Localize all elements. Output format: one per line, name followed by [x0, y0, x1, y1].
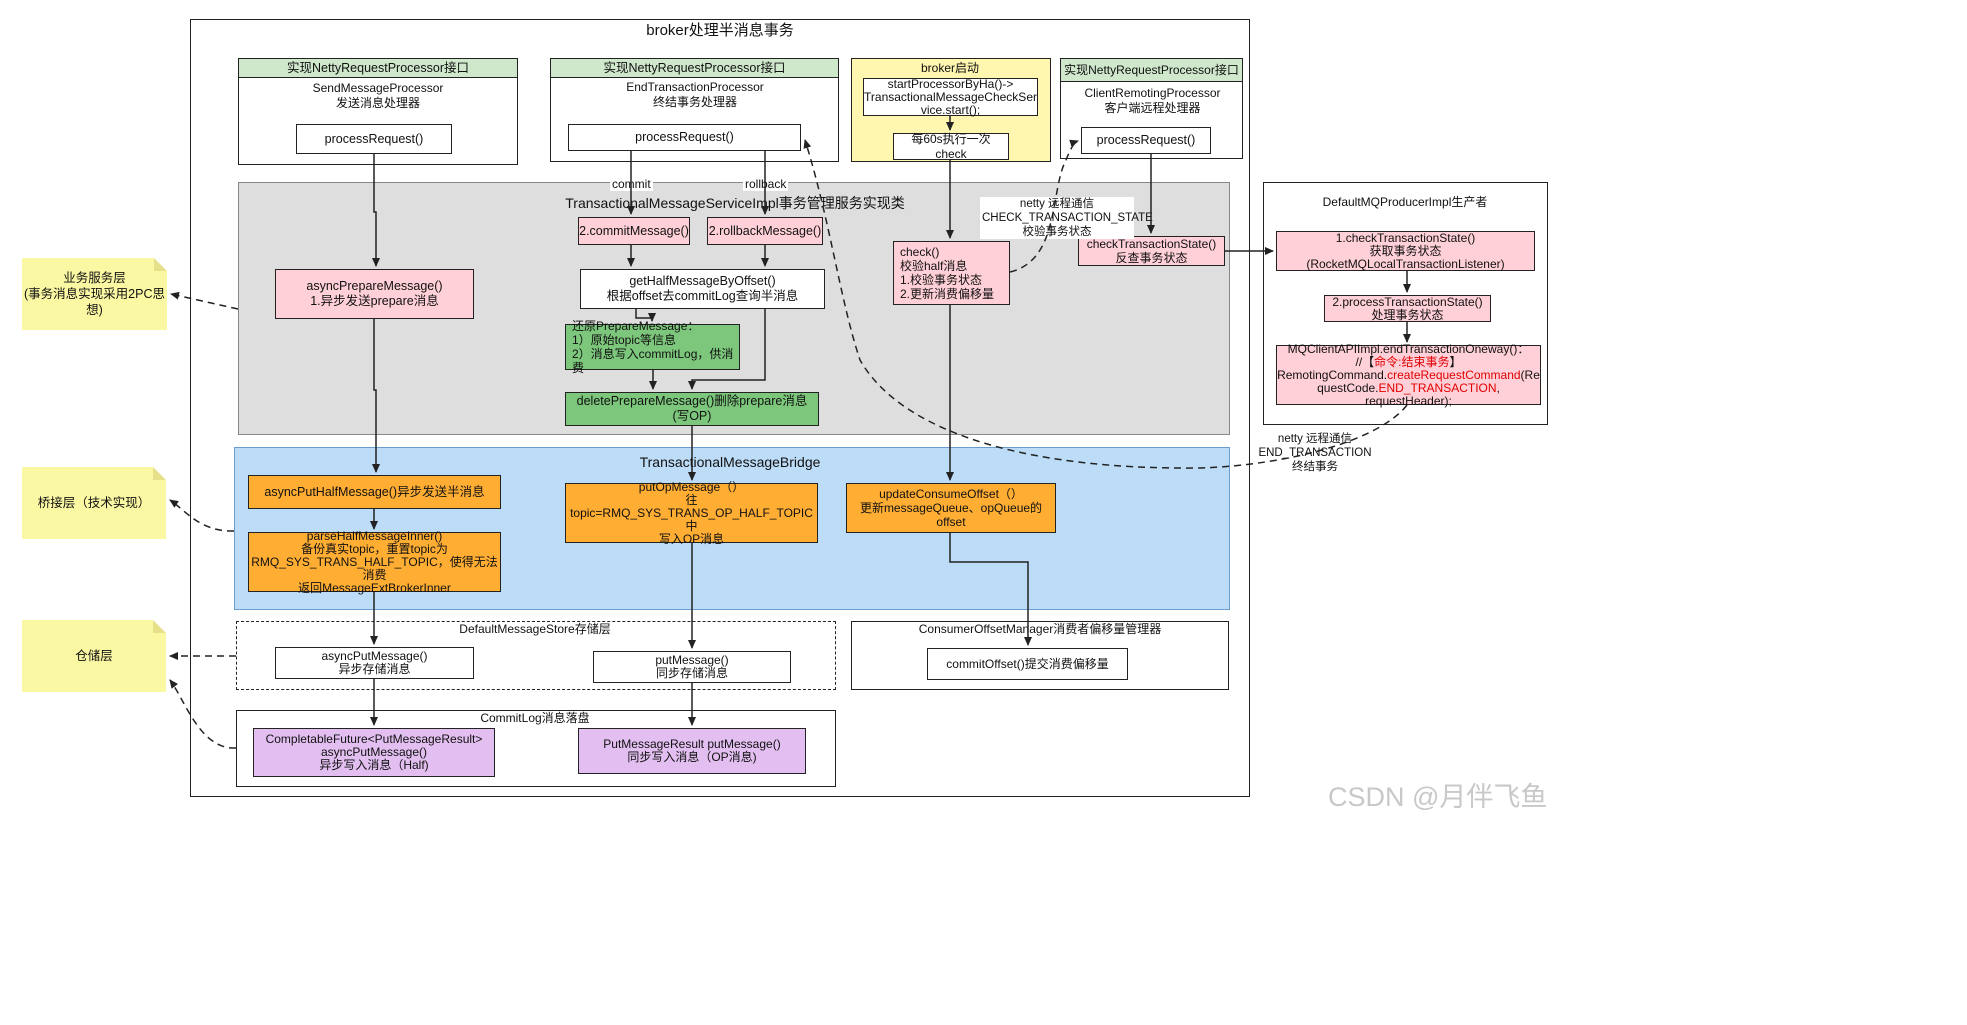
send-process-request: processRequest()	[296, 124, 452, 154]
service-impl-title: TransactionalMessageServiceImpl事务管理服务实现类	[565, 195, 905, 211]
end-oneway-line4: questCode.END_TRANSACTION, requestHeader…	[1317, 380, 1500, 408]
note-fold-2	[153, 467, 166, 480]
check-every-60s: 每60s执行一次 check	[893, 132, 1009, 161]
commitlog-sync-put: PutMessageResult putMessage() 同步写入消息（OP消…	[578, 728, 806, 774]
async-prepare-message: asyncPrepareMessage() 1.异步发送prepare消息	[275, 269, 474, 319]
end-processor-name: EndTransactionProcessor 终结事务处理器	[626, 80, 764, 109]
check-half-message: check() 校验half消息 1.校验事务状态 2.更新消费偏移量	[893, 241, 1010, 305]
send-processor-header: 实现NettyRequestProcessor接口	[238, 58, 518, 78]
client-processor-header: 实现NettyRequestProcessor接口	[1060, 58, 1243, 82]
broker-frame	[190, 19, 1250, 797]
offset-manager-title: ConsumerOffsetManager消费者偏移量管理器	[918, 622, 1162, 636]
rollback-message: 2.rollbackMessage()	[707, 217, 823, 245]
note-bridge-layer: 桥接层（技术实现）	[22, 467, 166, 539]
restore-prepare-message: 还原PrepareMessage： 1）原始topic等信息 2）消息写入com…	[565, 319, 740, 375]
watermark: CSDN @月伴飞鱼	[1328, 782, 1548, 812]
note-fold-1	[154, 258, 167, 271]
note-business-layer: 业务服务层 (事务消息实现采用2PC思想)	[22, 258, 167, 330]
offset-manager-panel	[851, 621, 1229, 690]
store-title: DefaultMessageStore存储层	[459, 622, 611, 636]
get-half-message: getHalfMessageByOffset() 根据offset去commit…	[580, 269, 825, 309]
commitlog-panel	[236, 710, 836, 787]
send-processor-name: SendMessageProcessor 发送消息处理器	[312, 81, 444, 110]
end-process-request: processRequest()	[568, 124, 801, 151]
producer-title: DefaultMQProducerImpl生产者	[1322, 195, 1488, 209]
update-consume-offset: updateConsumeOffset（） 更新messageQueue、opQ…	[846, 483, 1056, 533]
broker-title: broker处理半消息事务	[646, 22, 794, 39]
parse-half-message-inner: parseHalfMessageInner() 备份真实topic，重置topi…	[248, 529, 501, 594]
end-oneway-line1: MQClientAPIImpl.endTransactionOneway()：	[1287, 341, 1530, 356]
commit-message: 2.commitMessage()	[578, 217, 690, 245]
process-transaction-state: 2.processTransactionState() 处理事务状态	[1324, 295, 1491, 322]
producer-check-transaction-state: 1.checkTransactionState() 获取事务状态 (Rocket…	[1276, 231, 1535, 271]
end-oneway-line2: //【命令:结束事务】	[1355, 354, 1462, 369]
store-panel	[236, 621, 836, 690]
put-op-message: putOpMessage（） 往topic=RMQ_SYS_TRANS_OP_H…	[565, 480, 818, 545]
broker-start-method: startProcessorByHa()-> TransactionalMess…	[863, 76, 1038, 117]
end-processor-header: 实现NettyRequestProcessor接口	[550, 58, 839, 78]
note-storage-layer: 仓储层	[22, 620, 166, 692]
bridge-title: TransactionalMessageBridge	[639, 454, 821, 470]
client-processor-name: ClientRemotingProcessor 客户端远程处理器	[1084, 86, 1221, 115]
commitlog-title: CommitLog消息落盘	[480, 711, 590, 725]
async-put-message: asyncPutMessage() 异步存储消息	[275, 647, 474, 679]
broker-start-header: broker启动	[920, 61, 979, 75]
netty-check-label: netty 远程通信 CHECK_TRANSACTION_STATE 校验事务状…	[980, 197, 1153, 239]
client-process-request: processRequest()	[1081, 127, 1211, 154]
commitlog-async-put: CompletableFuture<PutMessageResult> asyn…	[253, 728, 495, 777]
end-oneway-line3: RemotingCommand.createRequestCommand(Re	[1277, 367, 1540, 382]
note-fold-3	[153, 620, 166, 633]
end-transaction-oneway: MQClientAPIImpl.endTransactionOneway()： …	[1276, 341, 1541, 408]
delete-prepare-message: deletePrepareMessage()删除prepare消息 (写OP)	[565, 392, 819, 426]
put-message: putMessage() 同步存储消息	[593, 651, 791, 683]
commit-offset: commitOffset()提交消费偏移量	[927, 648, 1128, 680]
async-put-half-message: asyncPutHalfMessage()异步发送半消息	[248, 475, 501, 509]
check-transaction-state: checkTransactionState() 反查事务状态	[1078, 236, 1225, 266]
